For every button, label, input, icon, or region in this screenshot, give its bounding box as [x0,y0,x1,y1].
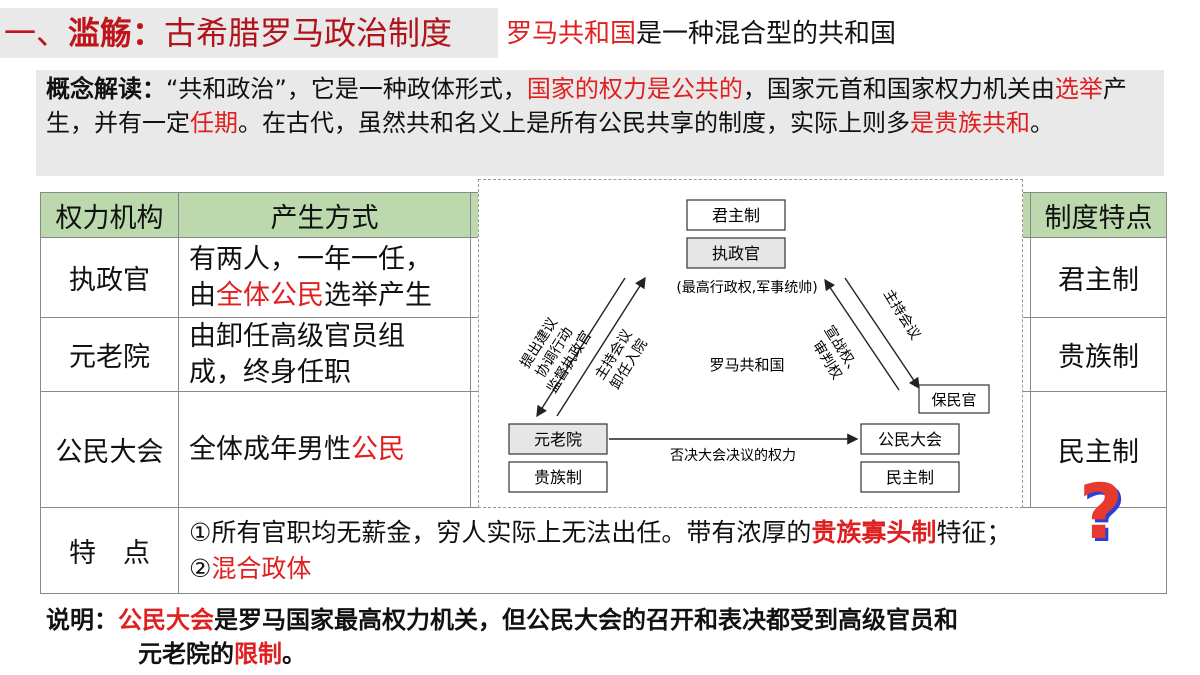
header-method: 产生方式 [178,192,471,238]
center-label: 罗马共和国 [709,356,784,374]
assembly-label: 公民大会 [878,430,942,449]
trait-row: 特 点 ①所有官职均无薪金，穷人实际上无法出任。带有浓厚的贵族寡头制特征； ②混… [40,507,1167,594]
tribune-label: 保民官 [931,391,976,409]
trait-cell: ①所有官职均无薪金，穷人实际上无法出任。带有浓厚的贵族寡头制特征； ②混合政体 [178,507,1167,594]
aristocracy-box [508,461,608,493]
method-cell: 由卸任高级官员组 成，终身任职 [178,317,471,392]
democracy-box [860,461,960,493]
header-feature: 制度特点 [1030,192,1167,238]
left-inner-arrow [556,276,646,417]
monarchy-label: 君主制 [712,206,760,225]
org-cell: 公民大会 [40,391,179,508]
consul-desc: (最高行政权,军事统帅) [676,279,817,296]
concept-text: 概念解读：“共和政治”，它是一种政体形式，国家的权力是公共的，国家元首和国家权力… [46,75,1127,137]
senate-box [508,423,608,455]
feature-cell: 民主制 [1030,391,1167,508]
method-cell: 全体成年男性公民 [178,391,471,508]
diagram-svg: 君主制 执政官 (最高行政权,军事统帅) 罗马共和国 提出建议 协调行动 监督执… [508,199,990,493]
page-title: 一、滥觞：古希腊罗马政治制度 [4,14,453,52]
consul-box [686,237,786,269]
monarchy-box [686,199,786,231]
header-org: 权力机构 [40,192,179,238]
question-mark-icon: ? [1079,467,1124,556]
left-outer-arrow [536,277,626,418]
page-subtitle: 罗马共和国是一种混合型的共和国 [506,19,897,49]
org-cell: 执政官 [40,237,179,318]
svg-text:主持会议: 主持会议 [880,287,923,343]
left-outer-text: 提出建议 协调行动 监督执政官 [518,315,595,396]
right-outer-text: 主持会议 [880,287,923,343]
org-cell: 元老院 [40,317,179,392]
consul-label: 执政官 [712,244,760,263]
roman-republic-diagram: 君主制 执政官 (最高行政权,军事统帅) 罗马共和国 提出建议 协调行动 监督执… [478,179,1023,508]
header-bar: 一、滥觞：古希腊罗马政治制度 罗马共和国是一种混合型的共和国 [0,8,1200,58]
feature-cell: 君主制 [1030,237,1167,318]
aristocracy-label: 贵族制 [534,468,582,487]
method-cell: 有两人，一年一任， 由全体公民选举产生 [178,237,471,318]
explanation-note: 说明：公民大会是罗马国家最高权力机关，但公民大会的召开和表决都受到高级官员和 元… [46,606,958,668]
right-inner-arrow [824,278,900,391]
right-outer-arrow [844,277,920,390]
header-band [0,8,498,58]
senate-label: 元老院 [534,430,582,449]
tribune-box [918,384,990,414]
trait-label: 特 点 [40,507,179,594]
left-inner-text: 主持会议 卸任入院 [592,327,651,393]
assembly-box [860,423,960,455]
right-inner-text: 宣战权、 审判权 [809,323,864,383]
feature-cell: 贵族制 [1030,317,1167,392]
democracy-label: 民主制 [886,468,934,487]
veto-label: 否决大会决议的权力 [670,448,796,464]
concept-box: 概念解读：“共和政治”，它是一种政体形式，国家的权力是公共的，国家元首和国家权力… [36,70,1164,176]
